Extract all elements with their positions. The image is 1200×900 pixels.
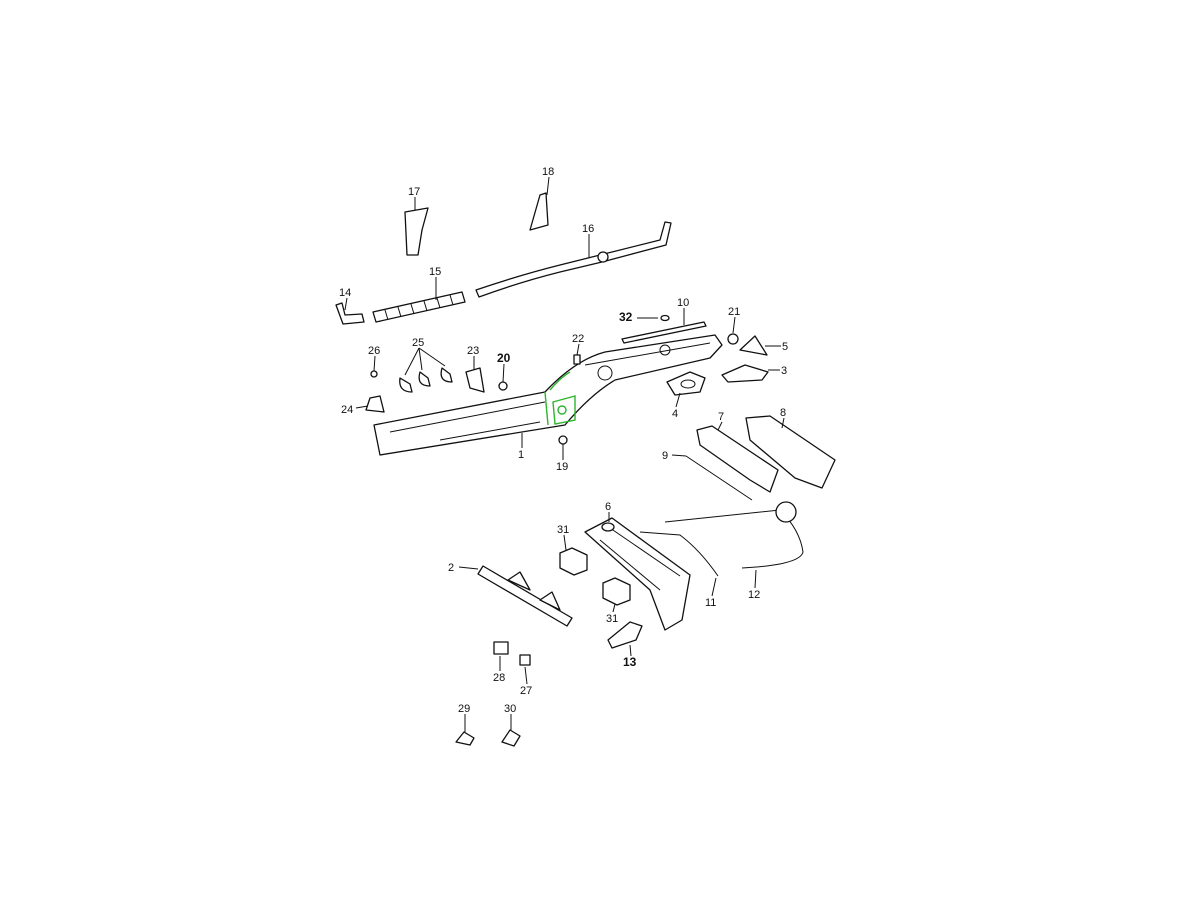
label-5: 5	[782, 341, 788, 353]
label-2: 2	[448, 562, 454, 574]
part-16[interactable]	[475, 221, 672, 298]
label-18: 18	[542, 166, 554, 178]
label-4: 4	[672, 408, 678, 420]
part-17[interactable]	[404, 207, 429, 256]
label-21: 21	[728, 306, 740, 318]
part-20[interactable]	[498, 381, 508, 391]
part-26[interactable]	[370, 370, 378, 378]
label-30: 30	[504, 703, 516, 715]
part-31-lower[interactable]	[602, 577, 631, 606]
label-26: 26	[368, 345, 380, 357]
part-15[interactable]	[372, 291, 466, 323]
part-22[interactable]	[573, 354, 581, 365]
part-30[interactable]	[501, 729, 521, 747]
part-24[interactable]	[365, 395, 385, 413]
part-21[interactable]	[727, 333, 739, 345]
part-9[interactable]	[685, 455, 753, 501]
label-31-lower: 31	[606, 613, 618, 625]
part-27[interactable]	[519, 654, 531, 666]
part-8[interactable]	[745, 415, 836, 489]
label-14: 14	[339, 287, 351, 299]
part-3[interactable]	[721, 364, 769, 383]
label-19: 19	[556, 461, 568, 473]
label-24: 24	[341, 404, 353, 416]
label-16: 16	[582, 223, 594, 235]
label-17: 17	[408, 186, 420, 198]
part-19[interactable]	[558, 435, 568, 445]
label-9: 9	[662, 450, 668, 462]
part-25[interactable]	[399, 367, 453, 393]
part-29[interactable]	[455, 731, 475, 746]
label-31-upper: 31	[557, 524, 569, 536]
label-15: 15	[429, 266, 441, 278]
label-28: 28	[493, 672, 505, 684]
part-31-upper[interactable]	[559, 547, 588, 576]
label-23: 23	[467, 345, 479, 357]
part-28[interactable]	[493, 641, 509, 655]
label-32: 32	[619, 310, 633, 324]
label-7: 7	[718, 411, 724, 423]
label-29: 29	[458, 703, 470, 715]
part-2[interactable]	[477, 565, 573, 627]
part-23[interactable]	[465, 367, 485, 393]
label-20: 20	[497, 351, 511, 365]
part-10[interactable]	[621, 321, 707, 344]
label-1: 1	[518, 449, 524, 461]
label-6: 6	[605, 501, 611, 513]
part-6[interactable]	[584, 517, 691, 631]
label-13: 13	[623, 655, 637, 669]
label-3: 3	[781, 365, 787, 377]
part-14[interactable]	[335, 302, 365, 325]
part-13[interactable]	[607, 621, 643, 649]
part-5[interactable]	[739, 335, 768, 356]
part-7[interactable]	[696, 425, 779, 493]
part-11[interactable]	[639, 531, 719, 577]
label-11: 11	[705, 597, 716, 609]
label-27: 27	[520, 685, 532, 697]
label-25: 25	[412, 337, 424, 349]
part-4[interactable]	[666, 371, 706, 396]
label-22: 22	[572, 333, 584, 345]
label-8: 8	[780, 407, 786, 419]
label-12: 12	[748, 589, 760, 601]
label-10: 10	[677, 297, 689, 309]
part-18[interactable]	[529, 192, 549, 231]
